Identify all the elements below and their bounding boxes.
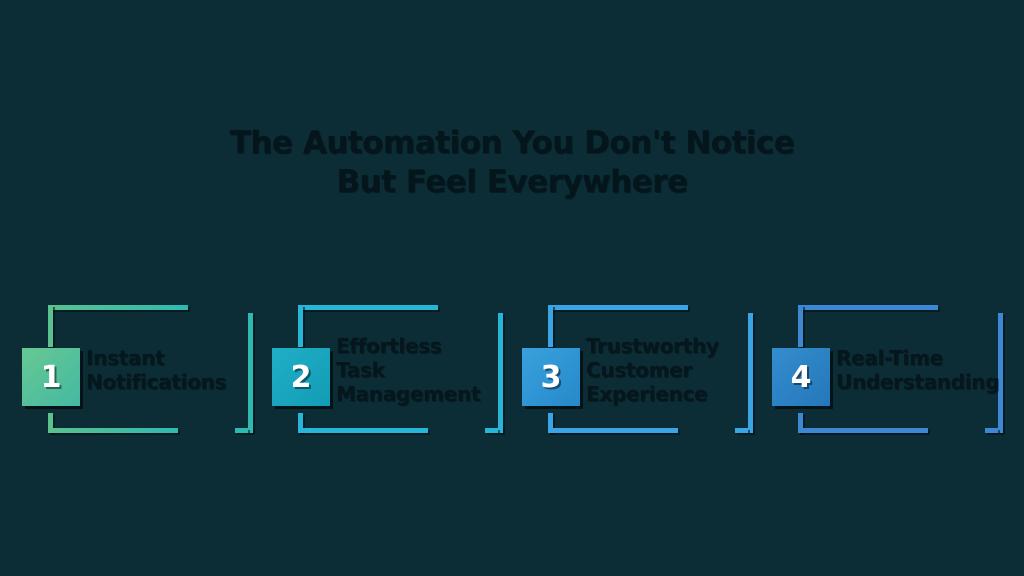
step-label: Effortless Task Management — [336, 334, 481, 406]
frame-left-top-line — [48, 305, 53, 347]
frame-top-line — [548, 305, 688, 310]
step-item-2: 2 Effortless Task Management — [272, 300, 507, 440]
step-item-1: 1 Instant Notifications — [22, 300, 257, 440]
frame-left-bottom-line — [548, 413, 553, 433]
page-title: The Automation You Don't Notice But Feel… — [229, 125, 795, 200]
frame-bottom-line — [298, 428, 428, 433]
frame-bottom-line — [48, 428, 178, 433]
step-number-badge: 4 — [772, 348, 830, 406]
step-label: Real-Time Understanding — [836, 346, 1000, 394]
step-label: Trustworthy Customer Experience — [586, 334, 719, 406]
frame-top-line — [298, 305, 438, 310]
frame-right-line — [998, 313, 1003, 433]
frame-left-bottom-line — [48, 413, 53, 433]
frame-right-foot-line — [485, 428, 498, 433]
frame-right-line — [748, 313, 753, 433]
frame-left-top-line — [798, 305, 803, 347]
frame-right-foot-line — [985, 428, 998, 433]
frame-left-top-line — [548, 305, 553, 347]
frame-left-top-line — [298, 305, 303, 347]
frame-top-line — [798, 305, 938, 310]
step-item-4: 4 Real-Time Understanding — [772, 300, 1007, 440]
frame-right-foot-line — [735, 428, 748, 433]
frame-right-line — [498, 313, 503, 433]
frame-bottom-line — [798, 428, 928, 433]
frame-left-bottom-line — [298, 413, 303, 433]
step-number-badge: 2 — [272, 348, 330, 406]
step-number-badge: 3 — [522, 348, 580, 406]
frame-right-line — [248, 313, 253, 433]
step-label: Instant Notifications — [86, 346, 227, 394]
step-item-3: 3 Trustworthy Customer Experience — [522, 300, 757, 440]
frame-bottom-line — [548, 428, 678, 433]
frame-top-line — [48, 305, 188, 310]
frame-right-foot-line — [235, 428, 248, 433]
step-number-badge: 1 — [22, 348, 80, 406]
frame-left-bottom-line — [798, 413, 803, 433]
